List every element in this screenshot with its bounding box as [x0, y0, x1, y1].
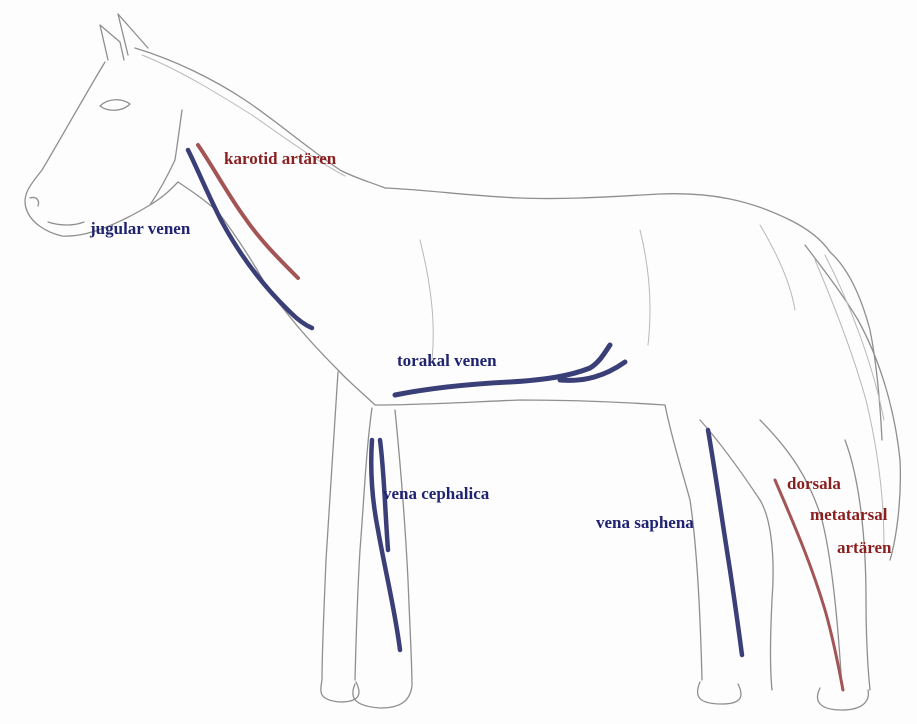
ear-right: [118, 14, 148, 55]
front-leg-1: [355, 408, 412, 685]
nostril: [30, 197, 39, 206]
label-torakal-venen: torakal venen: [397, 351, 497, 371]
ear-left: [100, 25, 124, 60]
jaw: [150, 110, 182, 205]
jugular-vein-line: [188, 150, 312, 328]
eye: [100, 100, 130, 111]
label-vena-cephalica: vena cephalica: [383, 484, 489, 504]
label-karotid-arteren: karotid artären: [224, 149, 336, 169]
back: [385, 188, 830, 252]
vessels: [188, 145, 843, 690]
tail-strands: [815, 255, 884, 545]
mouth: [48, 222, 84, 225]
label-arteren: artären: [837, 538, 891, 558]
label-dorsala: dorsala: [787, 474, 841, 494]
label-vena-saphena: vena saphena: [596, 513, 694, 533]
hind-leg-1: [665, 405, 702, 680]
hind-leg-4: [845, 440, 870, 690]
front-hoof-2: [353, 684, 412, 708]
label-jugular-venen: jugular venen: [90, 219, 190, 239]
belly: [375, 400, 665, 405]
head-front: [25, 62, 178, 236]
cephalic-vein-line: [371, 440, 400, 650]
hind-hoof-1: [698, 682, 741, 704]
saphenous-vein-line: [708, 430, 742, 655]
label-metatarsal: metatarsal: [810, 505, 887, 525]
front-leg-2: [322, 372, 338, 680]
chest: [286, 312, 375, 405]
